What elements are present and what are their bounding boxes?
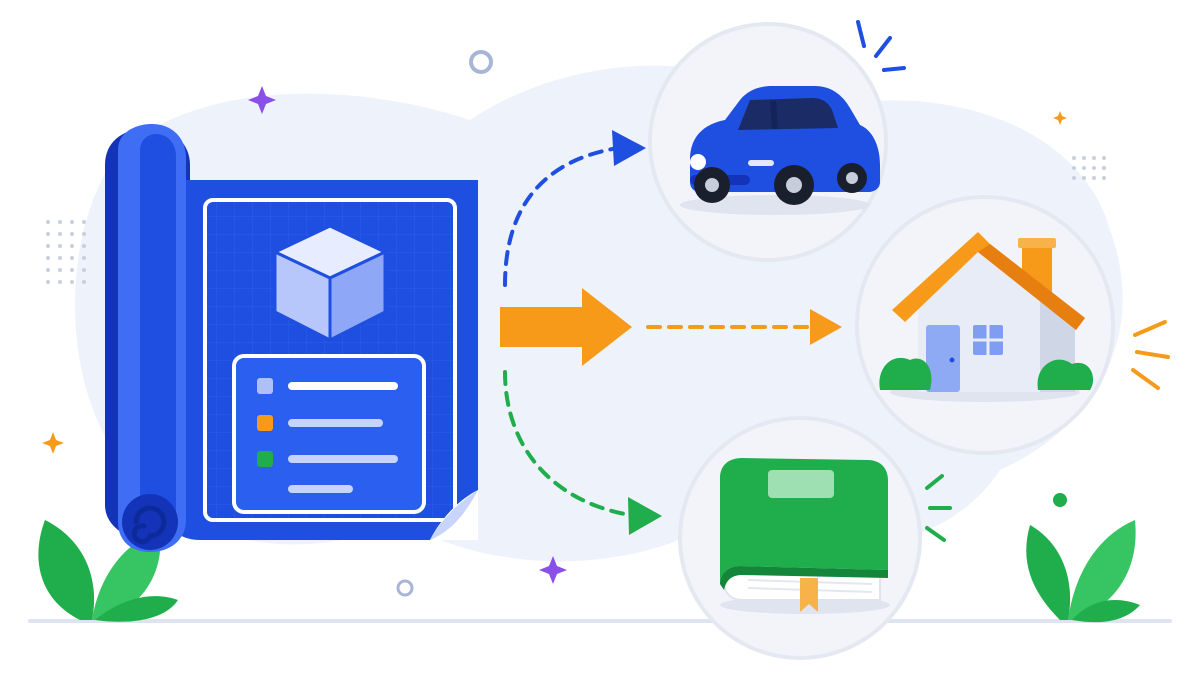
dot xyxy=(1072,166,1076,170)
leaf-icon xyxy=(1026,520,1140,623)
dot xyxy=(58,256,62,260)
dot xyxy=(82,268,86,272)
dot xyxy=(1082,176,1086,180)
dot xyxy=(82,220,86,224)
spec-list-card xyxy=(232,354,426,514)
dot xyxy=(70,220,74,224)
ring-icon xyxy=(396,579,414,597)
dot xyxy=(70,280,74,284)
dot xyxy=(1102,176,1106,180)
dot xyxy=(82,232,86,236)
dot xyxy=(58,220,62,224)
dot-grid-icon xyxy=(1072,156,1106,180)
dot xyxy=(1102,166,1106,170)
dot xyxy=(70,256,74,260)
dot xyxy=(70,244,74,248)
motion-lines xyxy=(1131,320,1170,390)
dot xyxy=(46,256,50,260)
dot xyxy=(82,244,86,248)
leaf-icon xyxy=(38,520,178,622)
dot xyxy=(1092,166,1096,170)
sparkle-icon xyxy=(1053,111,1067,125)
motion-lines xyxy=(925,474,952,542)
dot xyxy=(46,268,50,272)
dot xyxy=(1102,156,1106,160)
dot xyxy=(58,280,62,284)
dot xyxy=(46,280,50,284)
house-icon xyxy=(879,232,1094,402)
dot-decoration xyxy=(1053,493,1067,507)
sparkle-icon xyxy=(539,556,567,584)
dot xyxy=(70,232,74,236)
connector-arrowhead xyxy=(628,497,662,535)
dot xyxy=(82,280,86,284)
dot xyxy=(1082,166,1086,170)
arrow-right-icon xyxy=(500,288,632,366)
dot xyxy=(46,232,50,236)
dot xyxy=(1072,176,1076,180)
dot-grid-icon xyxy=(46,220,86,284)
connector-to-car xyxy=(503,146,620,287)
dot xyxy=(58,268,62,272)
sparkle-icon xyxy=(248,86,276,114)
motion-lines xyxy=(856,20,906,72)
dot xyxy=(1092,156,1096,160)
dot xyxy=(58,232,62,236)
blueprint-scroll-icon xyxy=(105,124,478,552)
dot xyxy=(1072,156,1076,160)
car-icon xyxy=(680,86,880,215)
sparkle-icon xyxy=(42,432,64,454)
dot xyxy=(46,220,50,224)
dot xyxy=(1082,156,1086,160)
dot xyxy=(58,244,62,248)
dot xyxy=(70,268,74,272)
connector-arrowhead xyxy=(612,130,646,166)
dot xyxy=(46,244,50,248)
cube-icon xyxy=(273,224,387,342)
book-icon xyxy=(720,458,890,614)
dot xyxy=(82,256,86,260)
ring-icon xyxy=(469,50,493,74)
connector-to-book xyxy=(503,370,632,517)
connector-arrowhead xyxy=(810,309,842,345)
dot xyxy=(1092,176,1096,180)
